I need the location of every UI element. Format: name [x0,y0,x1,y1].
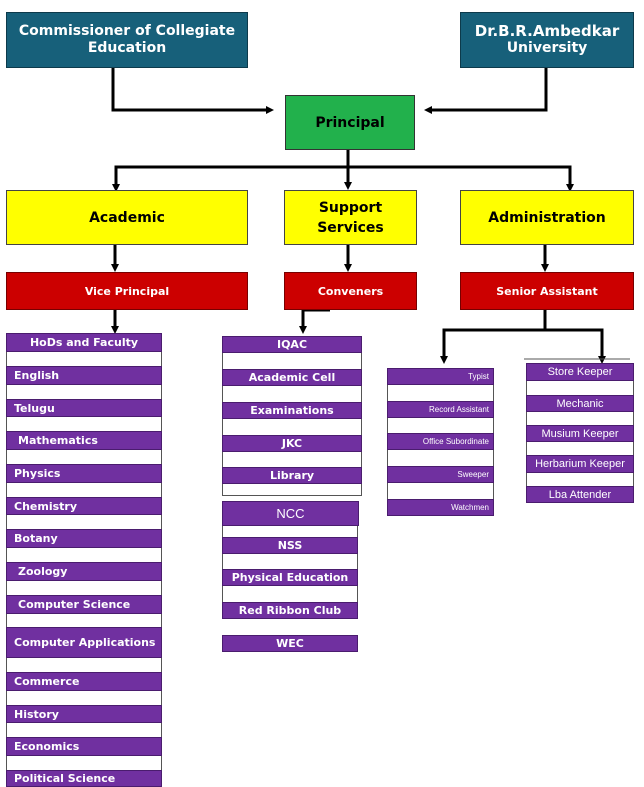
academic-item: Computer Science [6,595,162,614]
administration-box: Administration [460,190,634,245]
admin-item: Office Subordinate [387,433,494,450]
senior-assistant-label: Senior Assistant [496,284,598,298]
vice-principal-box: Vice Principal [6,272,248,310]
admin-item: Herbarium Keeper [526,455,634,473]
support-item: IQAC [222,336,362,353]
academic-item: Mathematics [6,431,162,450]
academic-item: Telugu [6,399,162,417]
academic-item: English [6,366,162,385]
support-services-label: Support Services [317,199,384,236]
academic-box: Academic [6,190,248,245]
administration-label: Administration [488,209,606,226]
academic-item: Botany [6,529,162,548]
support-services-box: Support Services [284,190,417,245]
admin-item: Mechanic [526,395,634,412]
support-item: Physical Education [222,569,358,586]
support-item: Library [222,467,362,484]
senior-assistant-box: Senior Assistant [460,272,634,310]
admin-item: Store Keeper [526,363,634,381]
principal-label: Principal [315,114,385,131]
academic-item: Physics [6,464,162,483]
academic-item: HoDs and Faculty [6,333,162,352]
university-box: Dr.B.R.Ambedkar University [460,12,634,68]
academic-item: Chemistry [6,497,162,515]
vice-principal-label: Vice Principal [84,284,170,298]
commissioner-label: Commissioner of Collegiate Education [18,23,236,56]
support-item: Academic Cell [222,369,362,386]
support-item: WEC [222,635,358,652]
conveners-box: Conveners [284,272,417,310]
principal-box: Principal [285,95,415,150]
admin-item: Sweeper [387,466,494,483]
admin-item: Record Assistant [387,401,494,418]
support-item: NCC [222,501,359,526]
academic-item: History [6,705,162,723]
admin-item: Lba Attender [526,486,634,503]
academic-item: Zoology [6,562,162,581]
academic-label: Academic [89,209,165,226]
admin-item: Typist [387,368,494,385]
university-label-line1: Dr.B.R.Ambedkar [474,22,620,40]
academic-item: Economics [6,737,162,756]
admin-item: Musium Keeper [526,425,634,442]
support-item: Examinations [222,402,362,419]
support-item: JKC [222,435,362,452]
university-label-line2: University [506,40,588,56]
academic-item: Commerce [6,672,162,691]
conveners-label: Conveners [317,284,384,298]
admin-item: Watchmen [387,499,494,516]
academic-item: Computer Applications [6,627,162,658]
commissioner-box: Commissioner of Collegiate Education [6,12,248,68]
support-item: Red Ribbon Club [222,602,358,619]
academic-item: Political Science [6,770,162,787]
support-item: NSS [222,537,358,554]
